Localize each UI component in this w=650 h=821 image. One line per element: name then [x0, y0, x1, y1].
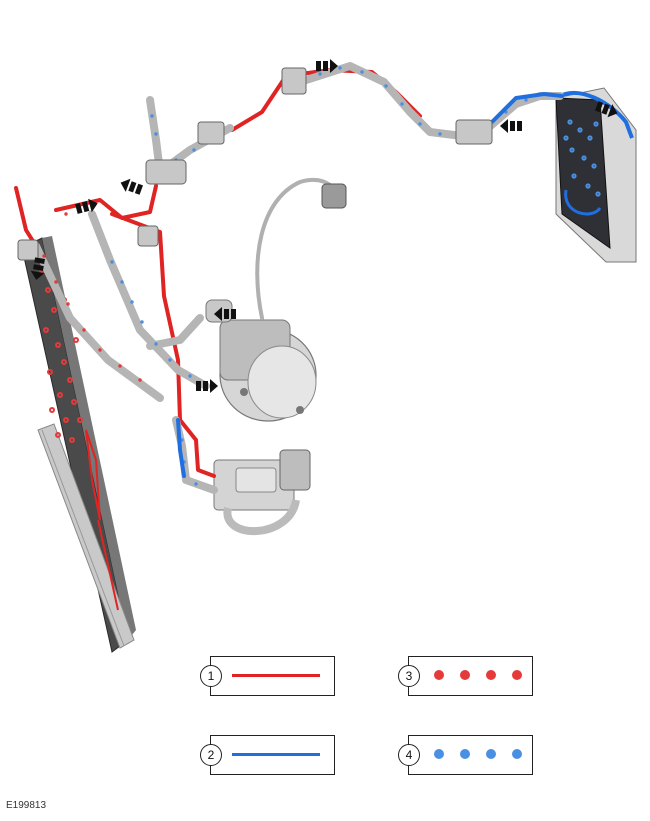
evaporator [555, 87, 637, 263]
legend-item-2: 2 [200, 735, 335, 775]
legend-item-4: 4 [398, 735, 533, 775]
compressor-wire [255, 177, 338, 320]
arrow-icon [30, 257, 46, 280]
fittings [17, 67, 493, 261]
arrow-icon [196, 379, 218, 393]
connector-plug [321, 183, 347, 209]
low-pressure-line [176, 91, 564, 478]
swatch-dotted-red [426, 670, 526, 682]
red-dot-traces [42, 208, 142, 382]
legend-item-1: 1 [200, 656, 335, 696]
arrow-icon [316, 59, 338, 73]
callout-number: 3 [398, 665, 420, 687]
condenser [21, 236, 136, 653]
callout-number: 2 [200, 744, 222, 766]
arrow-icon [500, 119, 522, 133]
swatch-solid-blue [232, 753, 320, 756]
receiver-drier-block [213, 449, 311, 535]
arrow-icon [120, 178, 143, 195]
condenser-red-dots [39, 267, 83, 443]
arrow-icon [214, 307, 236, 321]
flow-arrows [30, 59, 618, 393]
swatch-solid-red [232, 674, 320, 677]
swatch-dotted-blue [426, 749, 526, 761]
legend-item-3: 3 [398, 656, 533, 696]
callout-number: 1 [200, 665, 222, 687]
reference-code: E199813 [6, 800, 47, 811]
arrow-icon [595, 101, 618, 118]
callout-number: 4 [398, 744, 420, 766]
